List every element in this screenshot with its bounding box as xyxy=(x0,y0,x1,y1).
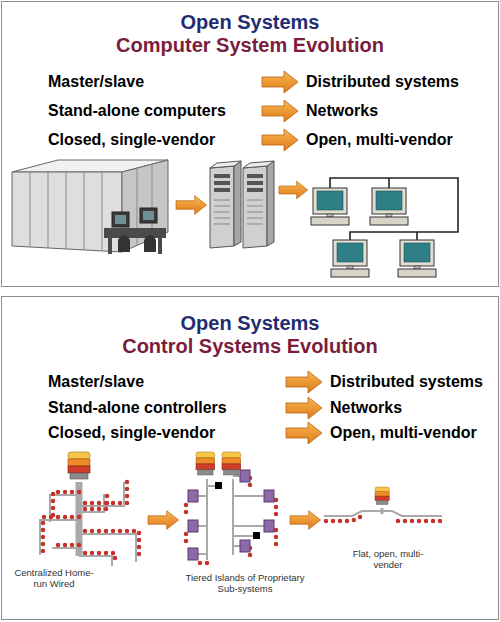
tiered-islands xyxy=(188,490,198,502)
server-figure xyxy=(247,174,263,178)
tiered-islands xyxy=(240,470,250,482)
server-figure xyxy=(214,188,230,192)
row-arrow xyxy=(286,397,322,419)
tiered-islands xyxy=(186,452,276,563)
row-arrow xyxy=(286,371,322,444)
row-label-new: Open, multi-vendor xyxy=(330,423,477,442)
panel-subtitle: Control Systems Evolution xyxy=(2,335,498,358)
tiered-islands xyxy=(186,478,276,563)
row-label-new: Distributed systems xyxy=(330,372,483,391)
centralized-wiring xyxy=(68,452,90,479)
server-figure xyxy=(214,174,230,178)
network-figure xyxy=(331,240,369,277)
panel-title: Open Systems xyxy=(2,11,498,34)
mainframe-figure xyxy=(12,160,168,254)
mainframe-figure xyxy=(140,208,157,223)
server-figure xyxy=(234,161,241,246)
server-figure xyxy=(247,181,263,185)
mainframe-figure xyxy=(30,172,102,251)
mainframe-figure xyxy=(158,238,162,254)
tiered-islands xyxy=(188,520,198,532)
flat-network xyxy=(324,511,442,516)
flat-network xyxy=(324,487,442,521)
tiered-islands xyxy=(240,540,250,552)
tiered-islands xyxy=(193,476,267,560)
figure-arrow xyxy=(148,511,179,530)
tiered-islands xyxy=(264,520,274,532)
network-figure xyxy=(330,178,458,240)
mainframe-figure xyxy=(115,215,126,224)
network-figure xyxy=(398,240,436,277)
row-label-old: Stand-alone computers xyxy=(48,101,226,120)
mainframe-figure xyxy=(118,235,130,252)
mainframe-figure xyxy=(12,172,122,252)
row-label-new: Networks xyxy=(306,101,378,120)
tiered-islands xyxy=(264,490,274,502)
row-label-old: Stand-alone controllers xyxy=(48,398,227,417)
mainframe-figure xyxy=(104,228,166,238)
figure-arrow xyxy=(176,196,207,215)
tiered-islands xyxy=(253,532,260,539)
row-arrow xyxy=(262,129,298,151)
tiered-islands xyxy=(196,452,215,475)
server-figure xyxy=(243,166,267,248)
figure-arrow xyxy=(290,511,321,530)
row-label-new: Open, multi-vendor xyxy=(306,130,453,149)
server-figure xyxy=(210,161,274,248)
server-figure xyxy=(243,161,274,168)
row-arrow xyxy=(286,371,322,393)
network-figure xyxy=(311,188,349,225)
figure-caption: Centralized Home-run Wired xyxy=(8,567,100,589)
server-figure xyxy=(247,200,263,224)
figure-arrow xyxy=(279,181,308,199)
row-label-old: Master/slave xyxy=(48,72,144,91)
flat-network xyxy=(375,487,389,505)
row-arrow xyxy=(262,100,298,122)
network-figure xyxy=(311,178,458,277)
row-label-old: Master/slave xyxy=(48,372,144,391)
figure-caption: Tiered Islands of Proprietary Sub-system… xyxy=(180,572,310,594)
row-label-old: Closed, single-vendor xyxy=(48,130,215,149)
mainframe-figure xyxy=(112,212,129,227)
server-figure xyxy=(267,161,274,246)
centralized-wiring xyxy=(40,452,139,566)
panel-subtitle: Computer System Evolution xyxy=(2,34,498,57)
figure-caption: Flat, open, multi-vender xyxy=(350,548,426,570)
server-figure xyxy=(247,188,263,192)
row-arrow xyxy=(262,71,298,93)
mainframe-figure xyxy=(108,238,112,254)
server-figure xyxy=(214,181,230,185)
row-label-new: Distributed systems xyxy=(306,72,459,91)
row-arrow xyxy=(286,422,322,444)
centralized-wiring xyxy=(43,479,139,563)
network-figure xyxy=(370,188,408,225)
mainframe-figure xyxy=(144,235,156,252)
figure-arrow xyxy=(176,181,308,214)
tiered-islands xyxy=(215,482,222,489)
flat-network xyxy=(326,516,442,521)
row-arrow xyxy=(262,71,298,151)
centralized-wiring xyxy=(43,479,139,563)
server-figure xyxy=(214,200,230,224)
tiered-islands xyxy=(188,548,198,560)
server-figure xyxy=(210,161,241,168)
row-label-old: Closed, single-vendor xyxy=(48,423,215,442)
row-label-new: Networks xyxy=(330,398,402,417)
server-figure xyxy=(210,166,234,248)
tiered-islands xyxy=(222,452,241,475)
mainframe-figure xyxy=(143,211,154,220)
panel-title: Open Systems xyxy=(2,312,498,335)
